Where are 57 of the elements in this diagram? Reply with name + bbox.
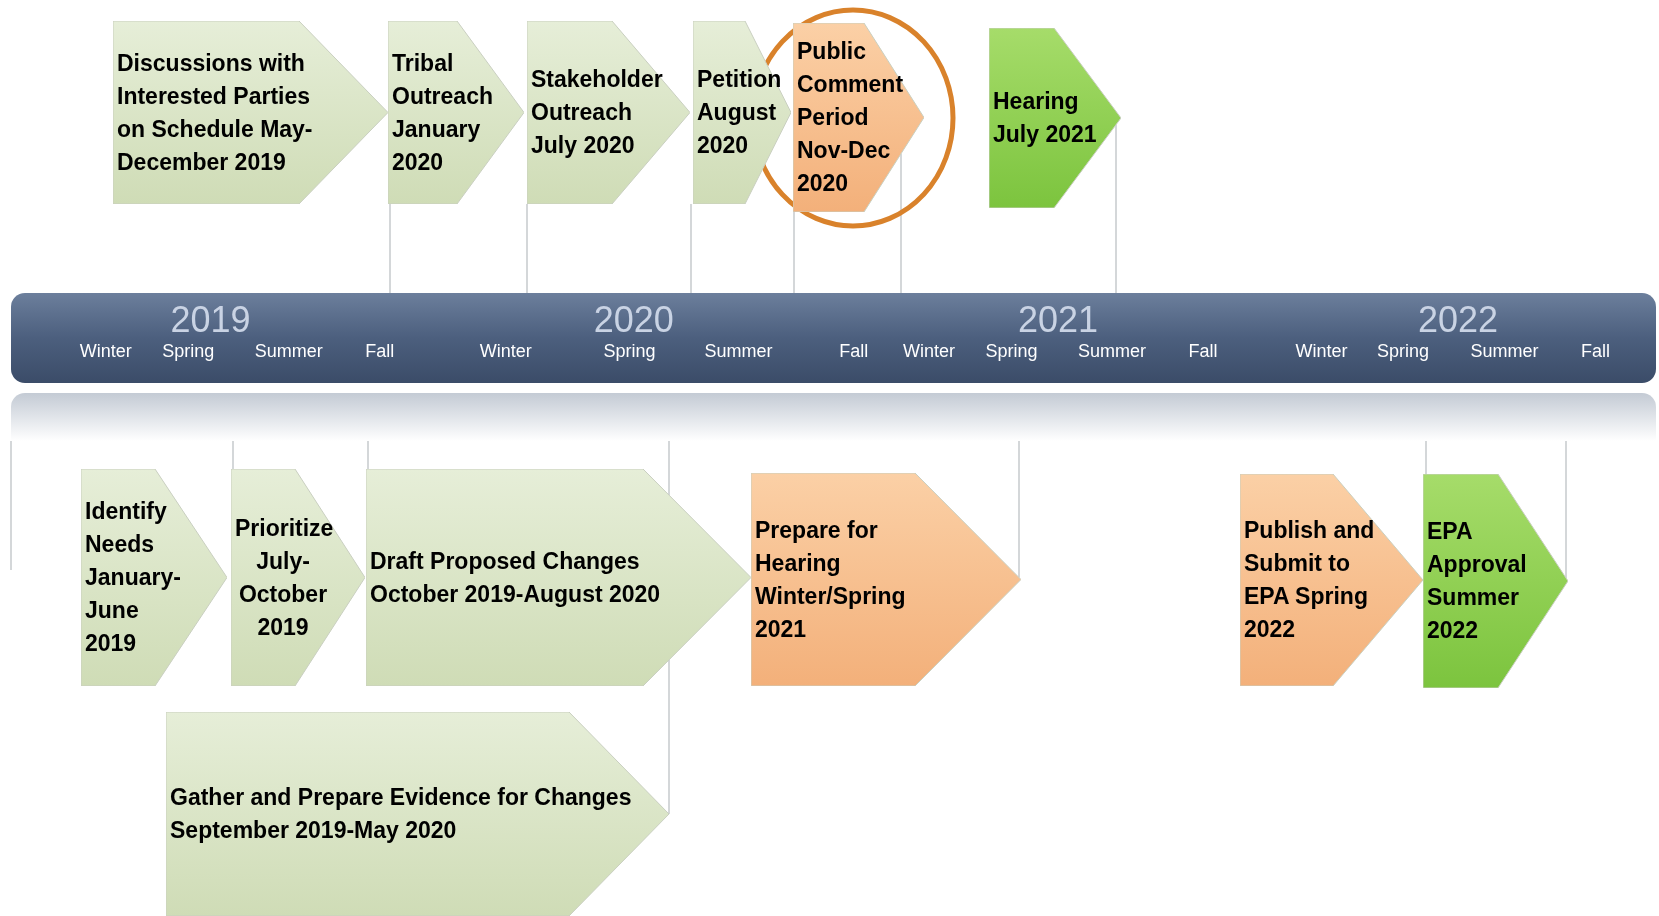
date-marker-line (690, 203, 692, 294)
step-label: Gather and Prepare Evidence for Changes September 2019-May 2020 (169, 783, 633, 845)
step-label: Public Comment Period Nov-Dec 2020 (796, 37, 905, 198)
step-label: Discussions with Interested Parties on Schedule May-December 2019 (116, 48, 314, 177)
chevron-step (231, 469, 365, 686)
season-label: Summer (254, 340, 323, 363)
chevron-step (989, 28, 1121, 208)
date-marker-line (10, 440, 12, 571)
season-label: Fall (1580, 340, 1610, 363)
season-label: Winter (79, 340, 132, 363)
year-label: 2022 (1417, 298, 1498, 342)
season-label: Fall (839, 340, 869, 363)
chevron-step (166, 712, 669, 916)
season-label: Summer (1077, 340, 1146, 363)
season-label: Spring (162, 340, 215, 363)
step-label: Draft Proposed Changes October 2019-August 2020 (369, 546, 662, 609)
date-marker-line (1115, 124, 1117, 294)
season-label: Winter (902, 340, 955, 363)
date-marker-line (668, 440, 670, 496)
season-label: Summer (704, 340, 773, 363)
chevron-step (81, 469, 227, 686)
date-marker-line (900, 153, 902, 294)
step-label: Stakeholder Outreach July 2020 (530, 65, 662, 160)
date-marker-line (1425, 440, 1427, 475)
season-label: Winter (479, 340, 532, 363)
chevron-step (751, 473, 1021, 686)
date-marker-line (793, 211, 795, 294)
timeline-drawing (11, 293, 1656, 441)
year-label: 2019 (170, 298, 251, 342)
step-label: Tribal Outreach January 2020 (391, 48, 494, 177)
season-label: Spring (985, 340, 1038, 363)
date-marker-line (367, 440, 369, 470)
date-marker-line (668, 659, 670, 815)
step-label: Identify Needs January-June 2019 (84, 497, 181, 658)
date-marker-line (232, 440, 234, 470)
chevron-step (527, 21, 690, 204)
season-label: Summer (1470, 340, 1539, 363)
chevron-step (1423, 474, 1568, 688)
step-label: Petition August 2020 (696, 65, 783, 160)
season-label: Fall (1188, 340, 1218, 363)
year-label: 2020 (593, 298, 674, 342)
date-marker-line (389, 203, 391, 294)
season-label: Spring (603, 340, 656, 363)
step-label: Prioritize July-October 2019 (234, 513, 331, 642)
step-label: Prepare for Hearing Winter/Spring 2021 (754, 515, 907, 644)
year-label: 2021 (1017, 298, 1099, 342)
season-label: Fall (365, 340, 395, 363)
chevron-step (388, 21, 524, 204)
date-marker-line (526, 203, 528, 294)
season-label: Winter (1295, 340, 1348, 363)
step-label: Publish and Submit to EPA Spring 2022 (1243, 516, 1376, 644)
step-label: Hearing July 2021 (992, 87, 1098, 149)
chevron-step (793, 23, 924, 212)
step-label: EPA Approval Summer 2022 (1426, 517, 1528, 645)
season-label: Spring (1376, 340, 1429, 363)
chevron-step (693, 21, 791, 204)
chevron-step (1240, 474, 1423, 686)
